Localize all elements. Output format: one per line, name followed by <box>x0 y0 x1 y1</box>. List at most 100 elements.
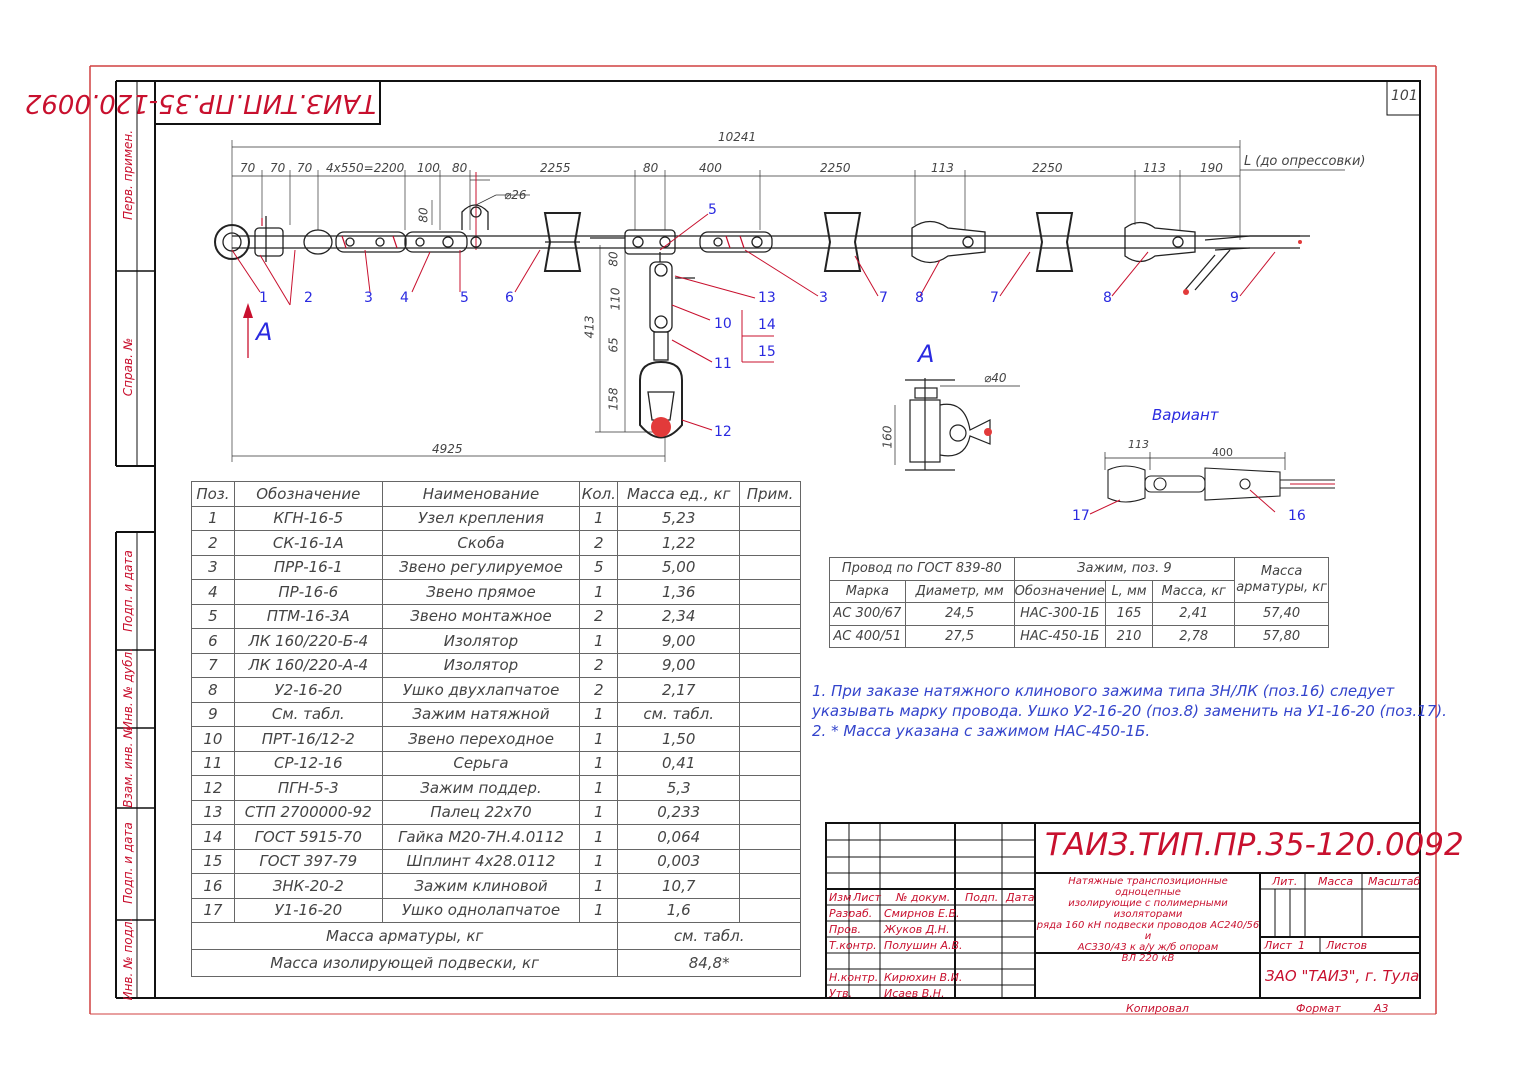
parts-cell <box>739 579 801 605</box>
parts-cell <box>739 775 801 801</box>
callout-11: 11 <box>714 356 732 372</box>
wire-cell: 2,41 <box>1152 602 1236 626</box>
callout-4: 4 <box>400 290 409 306</box>
desc-line: АС330/43 к а/у ж/б опорам <box>1077 942 1219 953</box>
dim-400: 400 <box>699 161 722 175</box>
parts-cell <box>739 603 801 629</box>
parts-cell: 3 <box>191 554 235 580</box>
parts-cell <box>739 848 801 874</box>
tb-sheets: Листов <box>1326 939 1368 952</box>
parts-cell: Зажим натяжной <box>381 701 581 727</box>
parts-cell: Зажим клиновой <box>381 873 581 899</box>
footer-label: Масса изолирующей подвески, кг <box>190 949 619 977</box>
dim-l-label: L (до опрессовки) <box>1244 154 1366 169</box>
parts-cell: ПРТ-16/12-2 <box>233 726 383 752</box>
wire-sub-designation: Обозначение <box>1013 579 1106 603</box>
header-qty: Кол. <box>579 481 619 507</box>
parts-cell <box>739 701 801 727</box>
parts-cell: Звено регулируемое <box>381 554 581 580</box>
parts-cell <box>739 799 801 825</box>
tb-name-nkontr: Кирюхин В.И. <box>884 971 963 984</box>
tb-head-date: Дата <box>1006 891 1035 904</box>
desc-line: ряда 160 кН подвески проводов АС240/56 и <box>1036 920 1260 942</box>
tb-role-tkontr: Т.контр. <box>829 939 877 952</box>
dim-h4925: 4925 <box>432 442 463 456</box>
parts-cell: 6 <box>191 628 235 654</box>
tb-lit: Лит. <box>1272 875 1298 888</box>
dim-2255: 2255 <box>540 161 571 175</box>
callout-9: 9 <box>1230 290 1239 306</box>
parts-cell: 7 <box>191 652 235 678</box>
parts-cell <box>739 873 801 899</box>
parts-cell: ПР-16-6 <box>233 579 383 605</box>
tb-format-value: А3 <box>1374 1002 1389 1015</box>
dim-100: 100 <box>417 161 440 175</box>
wire-group-clamp: Зажим, поз. 9 <box>1013 557 1236 581</box>
parts-cell: 1,50 <box>617 726 741 752</box>
parts-cell: 0,064 <box>617 824 741 850</box>
parts-cell: 2 <box>579 652 619 678</box>
dim-v80b: 80 <box>606 251 621 267</box>
tb-role-utv: Утв. <box>829 987 853 1000</box>
dim-dia26: ⌀26 <box>504 188 527 202</box>
parts-cell: 2 <box>579 677 619 703</box>
wire-cell: 165 <box>1104 602 1154 626</box>
tb-name-razrab: Смирнов Е.В. <box>884 907 960 920</box>
parts-cell: ПТМ-16-3А <box>233 603 383 629</box>
side-label-sprav: Справ. № <box>121 337 135 397</box>
parts-cell: У2-16-20 <box>233 677 383 703</box>
callout-14: 14 <box>758 317 776 333</box>
parts-cell <box>739 750 801 776</box>
callout-3-b: 3 <box>819 290 828 306</box>
header-designation: Обозначение <box>233 481 383 507</box>
parts-cell: 17 <box>191 897 235 923</box>
wire-table: Провод по ГОСТ 839-80 Зажим, поз. 9 Масс… <box>829 557 1329 648</box>
parts-cell: 1 <box>579 873 619 899</box>
wire-cell: 24,5 <box>904 602 1015 626</box>
wire-cell: 27,5 <box>904 624 1015 648</box>
parts-cell: 1 <box>579 775 619 801</box>
callout-15: 15 <box>758 344 776 360</box>
wire-sub-length: L, мм <box>1104 579 1154 603</box>
view-a-h160: 160 <box>880 425 895 449</box>
tb-format: Формат <box>1296 1002 1341 1015</box>
callout-6: 6 <box>505 290 514 306</box>
header-note: Прим. <box>739 481 801 507</box>
sheet-number: 101 <box>1391 88 1418 104</box>
parts-cell: 2,34 <box>617 603 741 629</box>
parts-cell <box>739 530 801 556</box>
parts-cell: Ушко однолапчатое <box>381 897 581 923</box>
dim-v80: 80 <box>416 207 431 223</box>
parts-cell: 1 <box>579 505 619 531</box>
parts-cell <box>739 628 801 654</box>
parts-cell: ГОСТ 5915-70 <box>233 824 383 850</box>
parts-cell: СК-16-1А <box>233 530 383 556</box>
wire-cell: НАС-300-1Б <box>1013 602 1106 626</box>
notes: 1. При заказе натяжного клинового зажима… <box>812 681 1447 741</box>
header-name: Наименование <box>381 481 581 507</box>
parts-cell <box>739 554 801 580</box>
dim-113-a: 113 <box>931 161 954 175</box>
variant-title: Вариант <box>1152 406 1219 424</box>
parts-cell: 0,41 <box>617 750 741 776</box>
tb-name-prov: Жуков Д.Н. <box>884 923 950 936</box>
callout-13: 13 <box>758 290 776 306</box>
parts-cell: 1 <box>579 750 619 776</box>
parts-cell: 4 <box>191 579 235 605</box>
parts-cell: 1,6 <box>617 897 741 923</box>
tb-head-list: Лист <box>853 891 881 904</box>
callout-10: 10 <box>714 316 732 332</box>
parts-cell: Серьга <box>381 750 581 776</box>
